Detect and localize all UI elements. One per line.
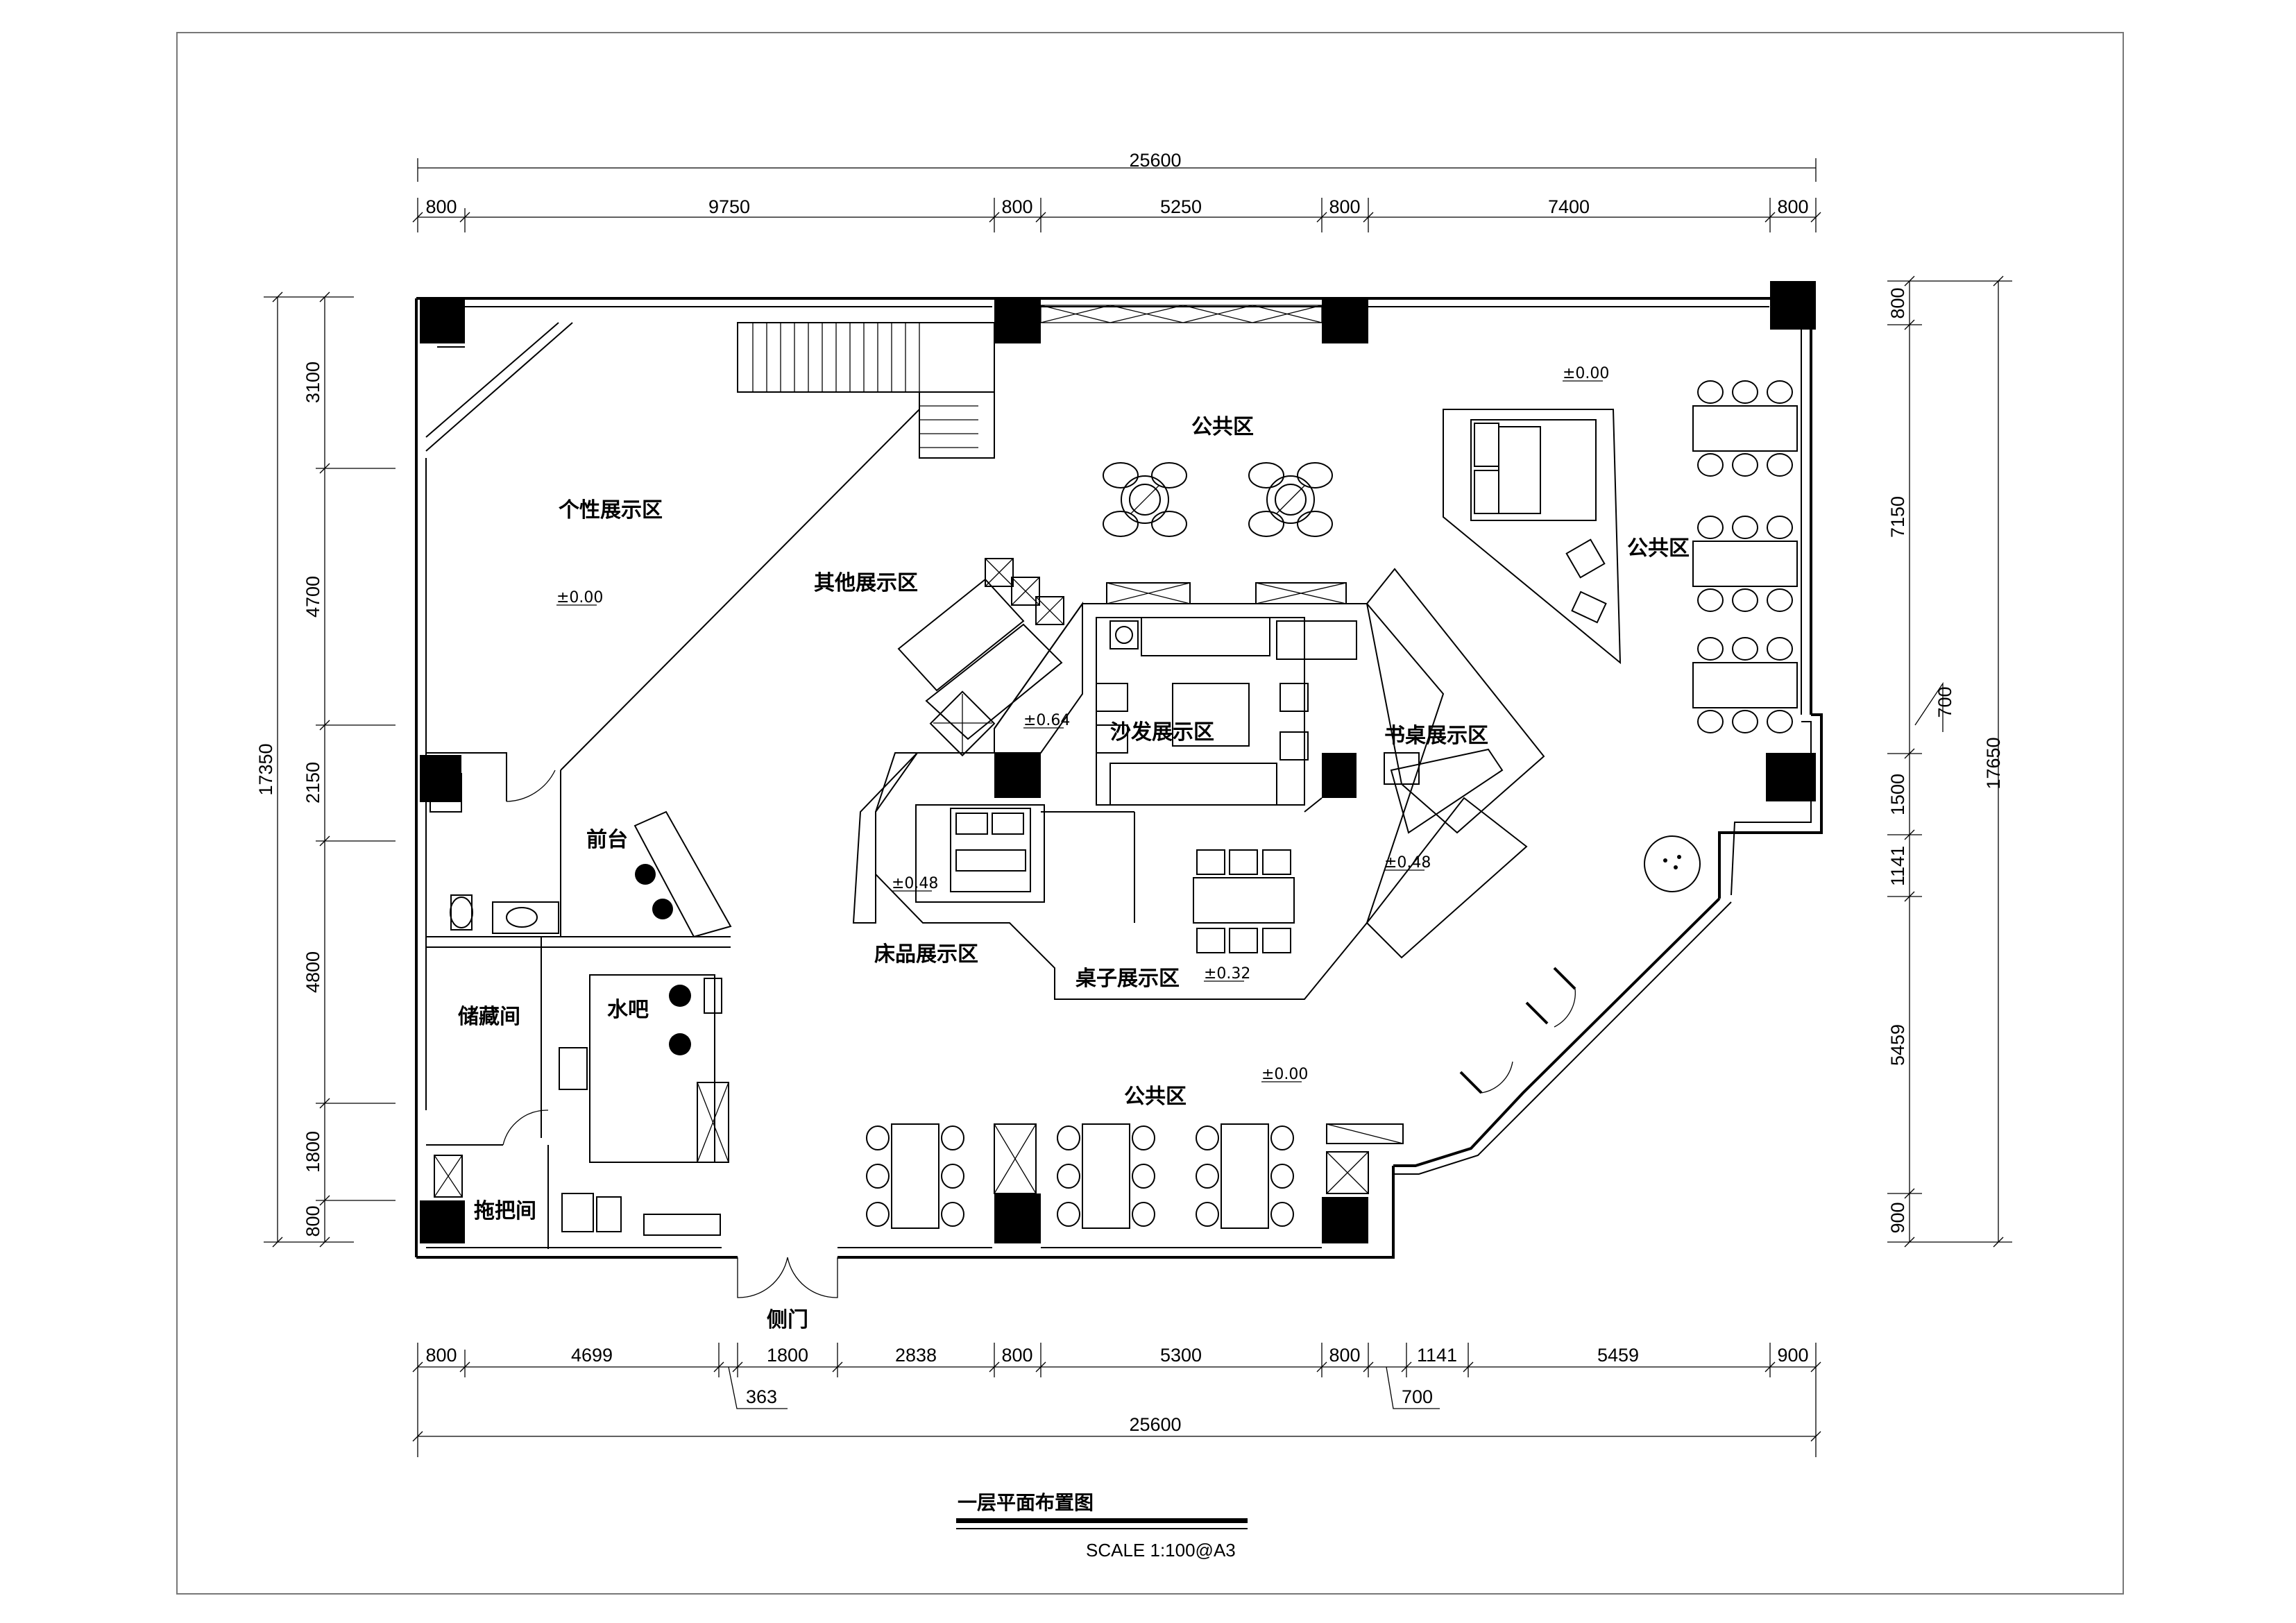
bottom-total-dim: 25600 bbox=[1129, 1414, 1181, 1435]
service-rooms bbox=[426, 752, 732, 1249]
right-dim-6: 900 bbox=[1887, 1202, 1908, 1233]
bottom-dimension-chain: 800 4699 1800 2838 800 5300 800 1141 545… bbox=[412, 1343, 1821, 1457]
sheet-border bbox=[176, 32, 2124, 1595]
label-public-bottom: 公共区 bbox=[1124, 1085, 1187, 1109]
facade-doors bbox=[1459, 967, 1576, 1094]
central-display-island bbox=[852, 558, 1545, 1000]
left-dim-3: 2150 bbox=[303, 762, 323, 804]
label-front-desk: 前台 bbox=[586, 828, 628, 852]
left-dimension-chain: 17350 3100 4700 2150 4800 1800 800 bbox=[255, 291, 396, 1248]
bottom-dim-9: 5459 bbox=[1597, 1345, 1639, 1366]
left-dim-2: 4700 bbox=[303, 576, 323, 618]
top-total-dim: 25600 bbox=[1129, 150, 1181, 171]
left-dim-5: 1800 bbox=[303, 1131, 323, 1173]
label-bed-display: 床品展示区 bbox=[874, 942, 978, 967]
structural-columns bbox=[420, 281, 1816, 1243]
bottom-dim-3: 1800 bbox=[767, 1345, 808, 1366]
side-door bbox=[737, 1257, 838, 1298]
label-mop-room: 拖把间 bbox=[474, 1199, 536, 1223]
right-dim-4: 1141 bbox=[1887, 846, 1908, 886]
level-public-bottom: ±0.00 bbox=[1261, 1066, 1308, 1083]
level-personal: ±0.00 bbox=[556, 589, 603, 606]
bottom-dim-6: 5300 bbox=[1160, 1345, 1202, 1366]
bottom-dim-10: 900 bbox=[1777, 1345, 1808, 1366]
right-dim-2: 7150 bbox=[1887, 496, 1908, 538]
bottom-dim-4: 2838 bbox=[895, 1345, 937, 1366]
right-bed-display bbox=[1443, 409, 1622, 665]
right-dim-3: 1500 bbox=[1887, 774, 1908, 815]
level-sofa: ±0.64 bbox=[1023, 712, 1070, 729]
label-water-bar: 水吧 bbox=[607, 998, 649, 1022]
top-dim-4: 5250 bbox=[1160, 196, 1202, 217]
right-dim-1: 800 bbox=[1887, 287, 1908, 318]
top-dim-2: 9750 bbox=[708, 196, 750, 217]
top-dim-5: 800 bbox=[1329, 196, 1360, 217]
label-side-door: 侧门 bbox=[767, 1308, 808, 1332]
personal-display-partitions bbox=[425, 322, 920, 937]
top-dim-1: 800 bbox=[425, 196, 457, 217]
staircase bbox=[737, 322, 995, 459]
level-bed: ±0.48 bbox=[892, 875, 938, 892]
bottom-dim-363: 363 bbox=[746, 1386, 777, 1407]
level-public-top: ±0.00 bbox=[1563, 365, 1609, 382]
level-desk: ±0.48 bbox=[1384, 854, 1431, 872]
right-dim-5: 5459 bbox=[1887, 1024, 1908, 1066]
left-dim-4: 4800 bbox=[303, 951, 323, 993]
drawing-scale: SCALE 1:100@A3 bbox=[1086, 1540, 1236, 1561]
bottom-dim-8: 1141 bbox=[1417, 1345, 1457, 1366]
label-sofa-display: 沙发展示区 bbox=[1110, 720, 1214, 745]
left-dim-1: 3100 bbox=[303, 362, 323, 403]
right-dimension-chain: 700 17650 800 7150 1500 1141 5459 900 bbox=[1887, 275, 2012, 1248]
left-total-dim: 17350 bbox=[255, 743, 276, 795]
bottom-dim-700: 700 bbox=[1402, 1386, 1433, 1407]
right-total-dim: 17650 bbox=[1983, 737, 2004, 789]
label-personal-display: 个性展示区 bbox=[559, 498, 663, 522]
top-dim-3: 800 bbox=[1001, 196, 1032, 217]
bottom-dining-tables bbox=[866, 1123, 1404, 1229]
label-public-top: 公共区 bbox=[1191, 415, 1254, 439]
building-walls bbox=[415, 297, 1823, 1259]
label-desk-display: 书桌展示区 bbox=[1384, 724, 1488, 748]
label-public-right: 公共区 bbox=[1627, 536, 1690, 561]
top-dimension-chain: 25600 800 9750 800 5250 800 7400 800 bbox=[412, 150, 1821, 232]
label-storage: 储藏间 bbox=[458, 1005, 520, 1029]
cafe-tables bbox=[1103, 462, 1333, 537]
level-table: ±0.32 bbox=[1204, 965, 1250, 983]
top-dim-7: 800 bbox=[1777, 196, 1808, 217]
title-block: 一层平面布置图 SCALE 1:100@A3 bbox=[956, 1491, 1248, 1561]
right-dining-tables bbox=[1644, 380, 1798, 892]
bottom-dim-1: 800 bbox=[425, 1345, 457, 1366]
label-other-display: 其他展示区 bbox=[814, 571, 918, 595]
left-dim-6: 800 bbox=[303, 1205, 323, 1237]
top-dim-6: 7400 bbox=[1548, 196, 1590, 217]
label-table-display: 桌子展示区 bbox=[1075, 967, 1180, 991]
bottom-dim-2: 4699 bbox=[571, 1345, 613, 1366]
drawing-title: 一层平面布置图 bbox=[958, 1491, 1094, 1514]
right-dim-700: 700 bbox=[1934, 686, 1955, 717]
bottom-dim-7: 800 bbox=[1329, 1345, 1360, 1366]
bottom-dim-5: 800 bbox=[1001, 1345, 1032, 1366]
